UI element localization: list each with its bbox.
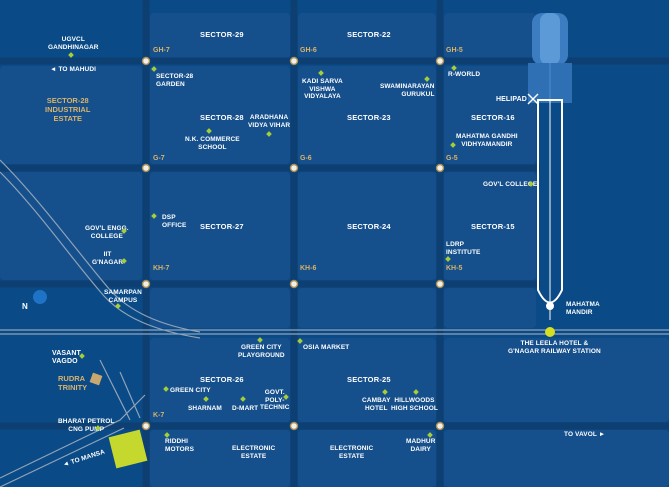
sector-23-label: SECTOR-23: [347, 113, 391, 122]
polytechnic-label: GOVT. POLY- TECHNIC: [260, 389, 290, 411]
osia-market-label: OSIA MARKET: [303, 344, 350, 351]
engg-college-label: GOV'L ENGG. COLLEGE: [85, 225, 129, 240]
kadi-sarva-label: KADI SARVA VISHWA VIDYALAYA: [302, 78, 343, 100]
samarpan-label: SAMARPAN CAMPUS: [104, 289, 142, 304]
bharat-petrol-label: BHARAT PETROL CNG PUMP: [58, 418, 115, 433]
cambay-hotel-label: CAMBAY HOTEL: [362, 397, 391, 412]
sector-28-label: SECTOR-28: [200, 113, 244, 122]
sector-28-garden-label: SECTOR-28 GARDEN: [156, 73, 194, 88]
mahatma-gandhi-school-label: MAHATMA GANDHI VIDHYAMANDIR: [456, 133, 518, 148]
junction-g6-label: G-6: [300, 155, 312, 162]
to-vavol-label: TO VAVOL ►: [564, 431, 606, 438]
ugvcl-label: UGVCL GANDHINAGAR: [48, 36, 99, 51]
mahatma-mandir-label: MAHATMA MANDIR: [566, 301, 600, 316]
junction-markers: [141, 56, 445, 431]
green-city-label: GREEN CITY: [170, 387, 211, 394]
helipad-label: HELIPAD: [496, 96, 527, 103]
green-city-playground-label: GREEN CITY PLAYGROUND: [238, 344, 285, 359]
govt-college-label: GOV'L COLLEGE: [483, 181, 538, 188]
ldrp-label: LDRP INSTITUTE: [446, 241, 481, 256]
sector-blocks: [0, 13, 669, 487]
junction-gh6-label: GH-6: [300, 47, 317, 54]
riddhi-motors-label: RIDDHI MOTORS: [165, 438, 195, 453]
industrial-estate-label: SECTOR-28 INDUSTRIAL ESTATE: [45, 96, 91, 123]
junction-g5-label: G-5: [446, 155, 458, 162]
rail-corridor: [528, 13, 572, 320]
dmart-label: D-MART: [232, 405, 259, 412]
iit-label: IIT G'NAGAR: [92, 251, 124, 266]
junction-kh7-label: KH-7: [153, 265, 170, 272]
electronic-estate-1-label: ELECTRONIC ESTATE: [232, 445, 276, 460]
rudra-trinity-marker: [89, 372, 103, 386]
sector-22-label: SECTOR-22: [347, 30, 391, 39]
swaminarayan-label: SWAMINARAYAN GURUKUL: [380, 83, 435, 98]
helipad-icon: [527, 93, 539, 105]
junction-k7-label: K-7: [153, 412, 165, 419]
railway-line: [0, 329, 669, 335]
nk-school-label: N.K. COMMERCE SCHOOL: [185, 136, 240, 151]
junction-kh6-label: KH-6: [300, 265, 317, 272]
project-site-marker: [108, 429, 148, 469]
junction-gh5-label: GH-5: [446, 47, 463, 54]
leela-station-label: THE LEELA HOTEL & G'NAGAR RAILWAY STATIO…: [508, 340, 601, 355]
junction-gh7-label: GH-7: [153, 47, 170, 54]
aradhana-label: ARADHANA VIDYA VIHAR: [248, 114, 291, 129]
station-marker: [545, 327, 555, 337]
junction-kh5-label: KH-5: [446, 265, 463, 272]
madhur-dairy-label: MADHUR DAIRY: [406, 438, 436, 453]
r-world-label: R-WORLD: [448, 71, 481, 78]
sector-27-label: SECTOR-27: [200, 222, 244, 231]
sector-24-label: SECTOR-24: [347, 222, 391, 231]
sector-29-label: SECTOR-29: [200, 30, 244, 39]
junction-g7-label: G-7: [153, 155, 165, 162]
vasant-vagdo-label: VASANT VAGDO: [52, 350, 81, 365]
sector-26-label: SECTOR-26: [200, 375, 244, 384]
sector-16-label: SECTOR-16: [471, 113, 515, 122]
sharnam-label: SHARNAM: [188, 405, 222, 412]
north-label: N: [22, 302, 28, 311]
electronic-estate-2-label: ELECTRONIC ESTATE: [330, 445, 374, 460]
curved-roads: [0, 159, 201, 487]
to-mahudi-label: ◄ TO MAHUDI: [50, 66, 97, 73]
north-compass-icon: [33, 290, 47, 304]
sector-15-label: SECTOR-15: [471, 222, 515, 231]
sector-25-label: SECTOR-25: [347, 375, 391, 384]
hillwoods-label: HILLWOODS HIGH SCHOOL: [391, 397, 438, 412]
rudra-trinity-label: RUDRA TRINITY: [58, 374, 88, 392]
dsp-office-label: DSP OFFICE: [162, 214, 187, 229]
